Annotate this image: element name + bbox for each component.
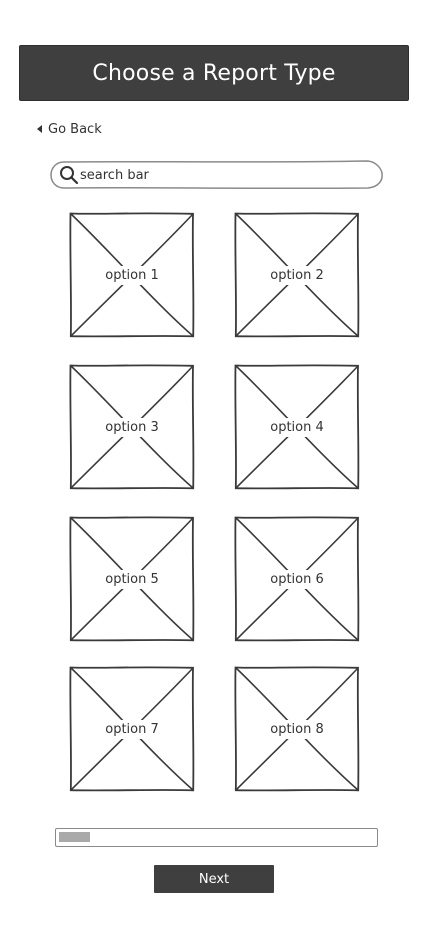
option-label: option 3 — [101, 417, 163, 437]
progress-bar — [55, 828, 378, 847]
option-label-wrap: option 8 — [234, 666, 360, 792]
option-label: option 6 — [266, 569, 328, 589]
magnifier-icon — [60, 166, 79, 185]
option-label-wrap: option 5 — [69, 516, 195, 642]
option-label: option 2 — [266, 265, 328, 285]
option-tile[interactable]: option 2 — [234, 212, 360, 338]
option-label: option 7 — [101, 719, 163, 739]
go-back-label: Go Back — [48, 121, 102, 137]
option-tile[interactable]: option 3 — [69, 364, 195, 490]
option-label: option 4 — [266, 417, 328, 437]
option-label-wrap: option 3 — [69, 364, 195, 490]
search-bar[interactable] — [50, 160, 384, 190]
option-tile[interactable]: option 7 — [69, 666, 195, 792]
option-label: option 1 — [101, 265, 163, 285]
triangle-left-icon — [37, 125, 42, 133]
option-tile[interactable]: option 5 — [69, 516, 195, 642]
go-back-link[interactable]: Go Back — [37, 120, 102, 138]
page-header: Choose a Report Type — [20, 46, 408, 100]
progress-fill — [59, 832, 90, 842]
next-button[interactable]: Next — [154, 865, 274, 893]
option-label-wrap: option 7 — [69, 666, 195, 792]
option-tile[interactable]: option 8 — [234, 666, 360, 792]
option-tile[interactable]: option 1 — [69, 212, 195, 338]
option-tile[interactable]: option 4 — [234, 364, 360, 490]
option-label: option 8 — [266, 719, 328, 739]
page-title: Choose a Report Type — [92, 60, 336, 86]
option-label-wrap: option 4 — [234, 364, 360, 490]
option-tile[interactable]: option 6 — [234, 516, 360, 642]
option-label-wrap: option 6 — [234, 516, 360, 642]
search-bar-frame — [50, 160, 383, 190]
option-label-wrap: option 2 — [234, 212, 360, 338]
search-input[interactable] — [80, 165, 360, 185]
option-label: option 5 — [101, 569, 163, 589]
option-label-wrap: option 1 — [69, 212, 195, 338]
